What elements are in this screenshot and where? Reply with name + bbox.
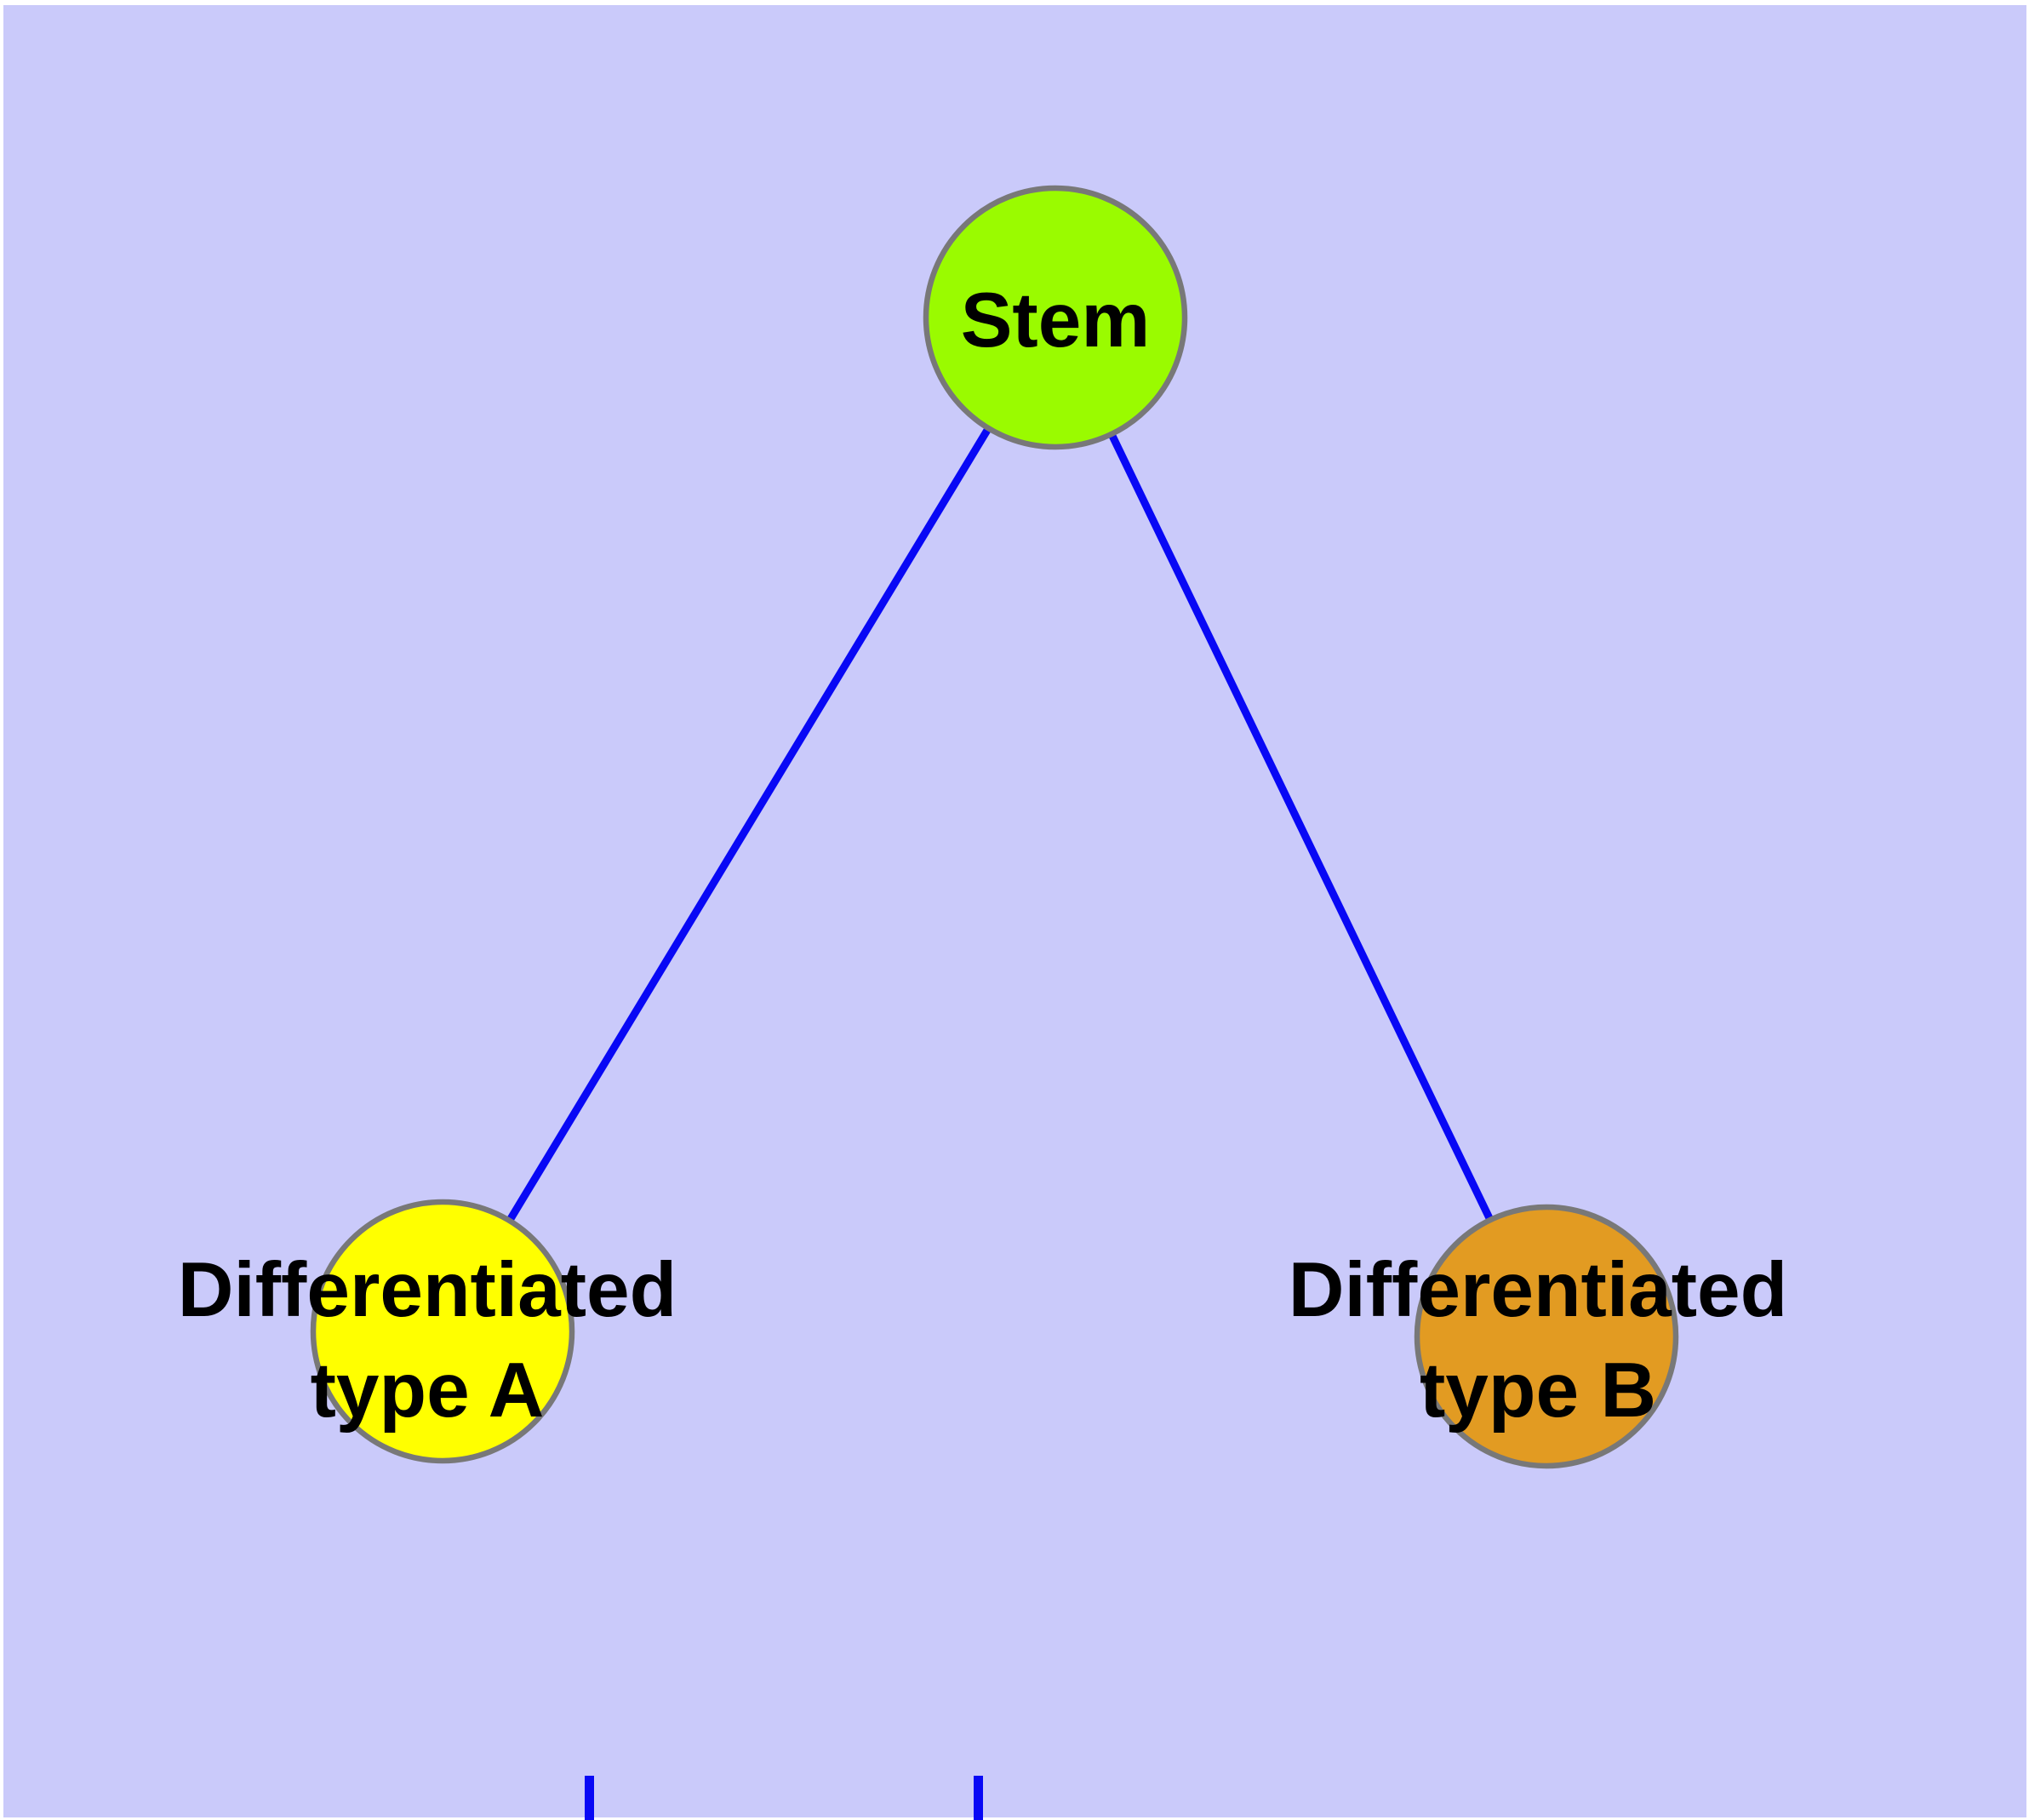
node-stem-label: Stem: [961, 278, 1151, 363]
node-type-b-label-line1: Differentiated: [1289, 1247, 1788, 1333]
bottom-edge-artifact-right: [974, 1776, 983, 1820]
node-stem: [923, 185, 1188, 450]
edge-stem-to-type-a: [439, 315, 1059, 1334]
nodes: [310, 185, 1679, 1469]
node-type-b-label-line2: type B: [1420, 1348, 1656, 1434]
node-differentiated-type-a: [310, 1199, 575, 1464]
node-type-a-label-line1: Differentiated: [178, 1247, 677, 1333]
node-type-a-label-line2: type A: [311, 1348, 545, 1434]
edge-stem-to-type-b: [1051, 316, 1551, 1338]
node-labels: Stem Differentiated type A Differentiate…: [178, 278, 1788, 1434]
bottom-edge-artifact-left: [585, 1776, 594, 1820]
node-differentiated-type-b: [1414, 1204, 1679, 1469]
edges: [439, 315, 1551, 1338]
